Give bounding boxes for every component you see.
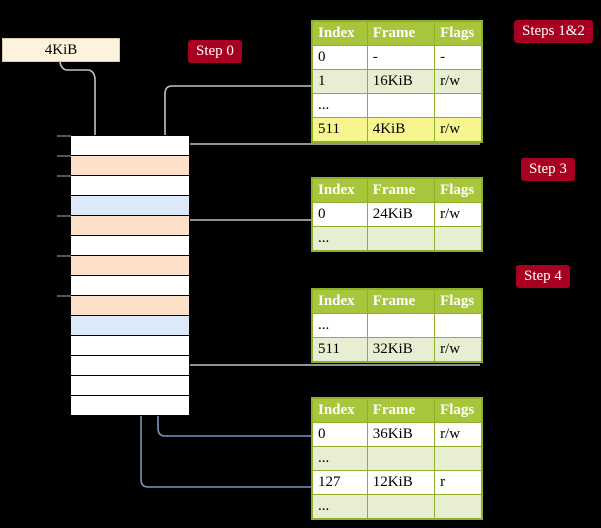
cell-flags: r/w <box>434 202 482 227</box>
badge-step-3: Step 3 <box>521 158 575 181</box>
cell-index: 0 <box>312 422 368 447</box>
badge-steps-1-2: Steps 1&2 <box>514 20 593 43</box>
cell-frame <box>366 313 436 338</box>
memory-frame-row <box>70 355 190 376</box>
table-row[interactable]: ... <box>312 446 482 471</box>
badge-step-4: Step 4 <box>516 265 570 288</box>
page-table-3: Index Frame Flags ... 511 32KiB r/w <box>311 288 483 363</box>
frame-tick-0 <box>57 135 71 137</box>
frame-tick-5 <box>57 295 71 297</box>
physical-memory-frames <box>70 135 190 416</box>
cell-index: ... <box>312 313 368 338</box>
frame-tick-3 <box>57 215 71 217</box>
table-row[interactable]: ... <box>312 226 482 251</box>
cell-frame: - <box>366 45 436 70</box>
th-index: Index <box>312 21 368 46</box>
page-table-1: Index Frame Flags 0 - - 1 16KiB r/w ... <box>311 20 483 143</box>
page-box-label: 4KiB <box>44 42 78 58</box>
badge-steps-1-2-label: Steps 1&2 <box>522 23 585 39</box>
th-flags: Flags <box>434 398 482 423</box>
table-row[interactable]: ... <box>312 93 482 118</box>
cell-index: ... <box>312 226 368 251</box>
cell-flags: r/w <box>434 69 482 94</box>
badge-step-3-label: Step 3 <box>529 161 567 177</box>
table-row[interactable]: 511 4KiB r/w <box>312 117 482 142</box>
cell-flags <box>434 93 482 118</box>
badge-step-0: Step 0 <box>188 40 242 63</box>
cell-flags: r <box>434 470 482 495</box>
cell-frame <box>366 494 436 519</box>
th-index: Index <box>312 178 368 203</box>
th-flags: Flags <box>434 289 482 314</box>
cell-frame: 32KiB <box>366 337 436 362</box>
memory-frame-row <box>70 155 190 176</box>
th-flags: Flags <box>434 178 482 203</box>
cell-index: 511 <box>312 117 368 142</box>
frame-tick-2 <box>57 175 71 177</box>
memory-frame-row <box>70 315 190 336</box>
th-frame: Frame <box>366 21 436 46</box>
page-table-4: Index Frame Flags 0 36KiB r/w ... 127 12… <box>311 397 483 520</box>
table-row[interactable]: 0 36KiB r/w <box>312 422 482 447</box>
th-frame: Frame <box>366 289 436 314</box>
th-index: Index <box>312 289 368 314</box>
cell-frame: 36KiB <box>366 422 436 447</box>
memory-frame-row <box>70 295 190 316</box>
table-row[interactable]: 0 - - <box>312 45 482 70</box>
cell-frame <box>366 226 436 251</box>
memory-frame-row <box>70 395 190 416</box>
cell-index: 127 <box>312 470 368 495</box>
cell-flags: r/w <box>434 117 482 142</box>
cell-index: 511 <box>312 337 368 362</box>
memory-frame-row <box>70 375 190 396</box>
cell-flags: r/w <box>434 422 482 447</box>
memory-frame-row <box>70 255 190 276</box>
memory-frame-row <box>70 275 190 296</box>
cell-flags <box>434 494 482 519</box>
table-row[interactable]: 1 16KiB r/w <box>312 69 482 94</box>
cell-frame: 12KiB <box>366 470 436 495</box>
frame-tick-4 <box>57 255 71 257</box>
th-frame: Frame <box>366 178 436 203</box>
memory-frame-row <box>70 175 190 196</box>
table-row[interactable]: ... <box>312 494 482 519</box>
table-row[interactable]: ... <box>312 313 482 338</box>
badge-step-4-label: Step 4 <box>524 268 562 284</box>
table-row[interactable]: 0 24KiB r/w <box>312 202 482 227</box>
frame-tick-1 <box>57 155 71 157</box>
cell-index: ... <box>312 93 368 118</box>
memory-frame-row <box>70 195 190 216</box>
cell-index: ... <box>312 446 368 471</box>
page-table-2: Index Frame Flags 0 24KiB r/w ... <box>311 177 483 252</box>
cell-frame: 4KiB <box>366 117 436 142</box>
cell-index: 0 <box>312 45 368 70</box>
badge-step-0-label: Step 0 <box>196 43 234 59</box>
page-box-4kib: 4KiB <box>2 38 120 62</box>
memory-frame-row <box>70 335 190 356</box>
cell-frame: 16KiB <box>366 69 436 94</box>
cell-index: 1 <box>312 69 368 94</box>
memory-frame-row <box>70 135 190 156</box>
memory-frame-row <box>70 215 190 236</box>
table-row[interactable]: 127 12KiB r <box>312 470 482 495</box>
cell-frame <box>366 93 436 118</box>
th-flags: Flags <box>434 21 482 46</box>
table-row[interactable]: 511 32KiB r/w <box>312 337 482 362</box>
cell-flags: r/w <box>434 337 482 362</box>
cell-flags <box>434 313 482 338</box>
cell-flags: - <box>434 45 482 70</box>
cell-flags <box>434 226 482 251</box>
th-index: Index <box>312 398 368 423</box>
cell-frame: 24KiB <box>366 202 436 227</box>
th-frame: Frame <box>366 398 436 423</box>
cell-index: 0 <box>312 202 368 227</box>
memory-frame-row <box>70 235 190 256</box>
cell-index: ... <box>312 494 368 519</box>
cell-frame <box>366 446 436 471</box>
cell-flags <box>434 446 482 471</box>
